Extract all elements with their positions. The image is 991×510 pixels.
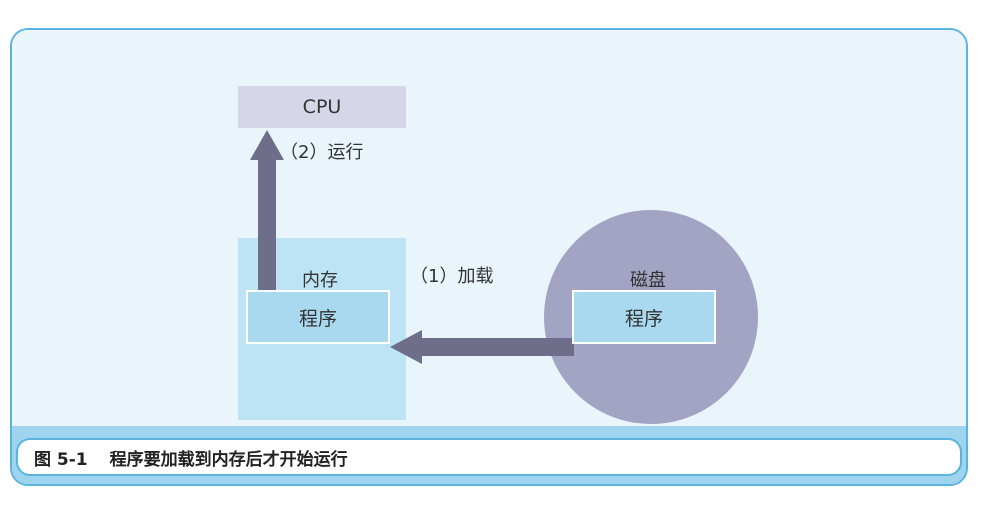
step-load-label: （1）加载 (410, 266, 494, 287)
cpu-box: CPU (238, 86, 406, 128)
program-box-disk: 程序 (572, 290, 716, 344)
program-box-memory: 程序 (246, 290, 390, 344)
disk-label: 磁盘 (630, 270, 666, 291)
caption-number: 图 5-1 (34, 449, 88, 470)
run-arrow-shaft (258, 154, 276, 324)
cpu-label: CPU (302, 96, 342, 118)
figure-frame: CPU 内存 磁盘 程序 程序 （2）运行 （1）加载 图 5-1 程序要加载到… (10, 28, 968, 486)
step-run-label: （2）运行 (280, 142, 364, 163)
run-arrow-head (250, 130, 284, 160)
caption-text: 程序要加载到内存后才开始运行 (109, 449, 348, 470)
load-arrow-head (390, 330, 422, 364)
arrows-layer (250, 130, 574, 364)
load-arrow-shaft (416, 338, 574, 356)
program-disk-label: 程序 (624, 307, 663, 330)
figure-caption: 图 5-1 程序要加载到内存后才开始运行 (16, 438, 962, 476)
diagram-area: CPU 内存 磁盘 程序 程序 （2）运行 （1）加载 (12, 30, 966, 426)
program-memory-label: 程序 (298, 307, 337, 330)
memory-label: 内存 (302, 270, 338, 291)
